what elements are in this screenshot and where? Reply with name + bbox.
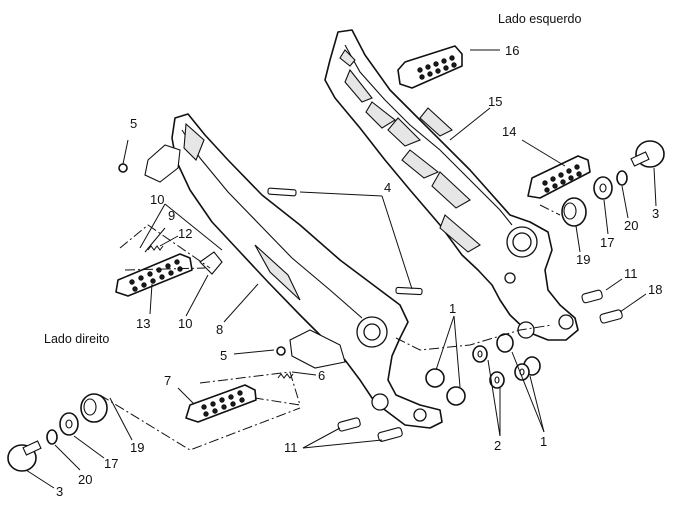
callout-8: 8 bbox=[216, 322, 223, 337]
callout-numbers: 16 15 14 3 20 17 19 11 18 4 5 10 9 12 13… bbox=[56, 43, 662, 499]
callout-17-right: 17 bbox=[104, 456, 118, 471]
left-washer bbox=[593, 176, 613, 200]
left-passenger-footpeg bbox=[527, 155, 591, 199]
callout-7: 7 bbox=[164, 373, 171, 388]
callout-13: 13 bbox=[136, 316, 150, 331]
callout-11-bottom: 11 bbox=[284, 440, 298, 455]
callout-17-left: 17 bbox=[600, 235, 614, 250]
callout-15: 15 bbox=[488, 94, 502, 109]
right-rubber-spacer bbox=[80, 393, 108, 423]
callout-6: 6 bbox=[318, 368, 325, 383]
mount-bolts bbox=[337, 289, 623, 442]
callout-leaders bbox=[25, 49, 657, 489]
left-rider-footpeg bbox=[397, 45, 463, 89]
right-footrest-bracket bbox=[171, 113, 443, 429]
callout-20-right: 20 bbox=[78, 472, 92, 487]
right-washer bbox=[59, 412, 79, 436]
footpeg-mount-brackets bbox=[144, 144, 346, 369]
right-small-washer bbox=[46, 429, 58, 445]
right-rider-footpeg bbox=[185, 384, 257, 423]
left-rubber-spacer bbox=[561, 197, 587, 227]
spacer-washers bbox=[472, 345, 530, 389]
callout-14: 14 bbox=[502, 124, 516, 139]
callout-3-right: 3 bbox=[56, 484, 63, 499]
callout-5-bottom: 5 bbox=[220, 348, 227, 363]
left-small-washer bbox=[616, 170, 628, 186]
callout-20-left: 20 bbox=[624, 218, 638, 233]
callout-16: 16 bbox=[505, 43, 519, 58]
detent-springs bbox=[147, 245, 294, 379]
left-bolt bbox=[630, 140, 665, 168]
right-passenger-footpeg bbox=[115, 253, 193, 297]
callout-19-right: 19 bbox=[130, 440, 144, 455]
callout-1-bottom: 1 bbox=[540, 434, 547, 449]
callout-4: 4 bbox=[384, 180, 391, 195]
callout-9: 9 bbox=[168, 208, 175, 223]
right-bolt bbox=[7, 440, 42, 472]
callout-12: 12 bbox=[178, 226, 192, 241]
callout-11-left: 11 bbox=[624, 266, 638, 281]
footpeg-pins bbox=[267, 187, 423, 296]
left-footrest-bracket bbox=[324, 29, 579, 341]
callout-19-left: 19 bbox=[576, 252, 590, 267]
callout-18: 18 bbox=[648, 282, 662, 297]
right-side-title: Lado direito bbox=[44, 332, 109, 346]
callout-2: 2 bbox=[494, 438, 501, 453]
callout-5-top: 5 bbox=[130, 116, 137, 131]
callout-3-left: 3 bbox=[652, 206, 659, 221]
callout-1-top: 1 bbox=[449, 301, 456, 316]
callout-10-bottom: 10 bbox=[178, 316, 192, 331]
nuts bbox=[118, 163, 286, 356]
callout-10-top: 10 bbox=[150, 192, 164, 207]
assembly-centerlines bbox=[99, 204, 561, 451]
left-side-title: Lado esquerdo bbox=[498, 12, 581, 26]
